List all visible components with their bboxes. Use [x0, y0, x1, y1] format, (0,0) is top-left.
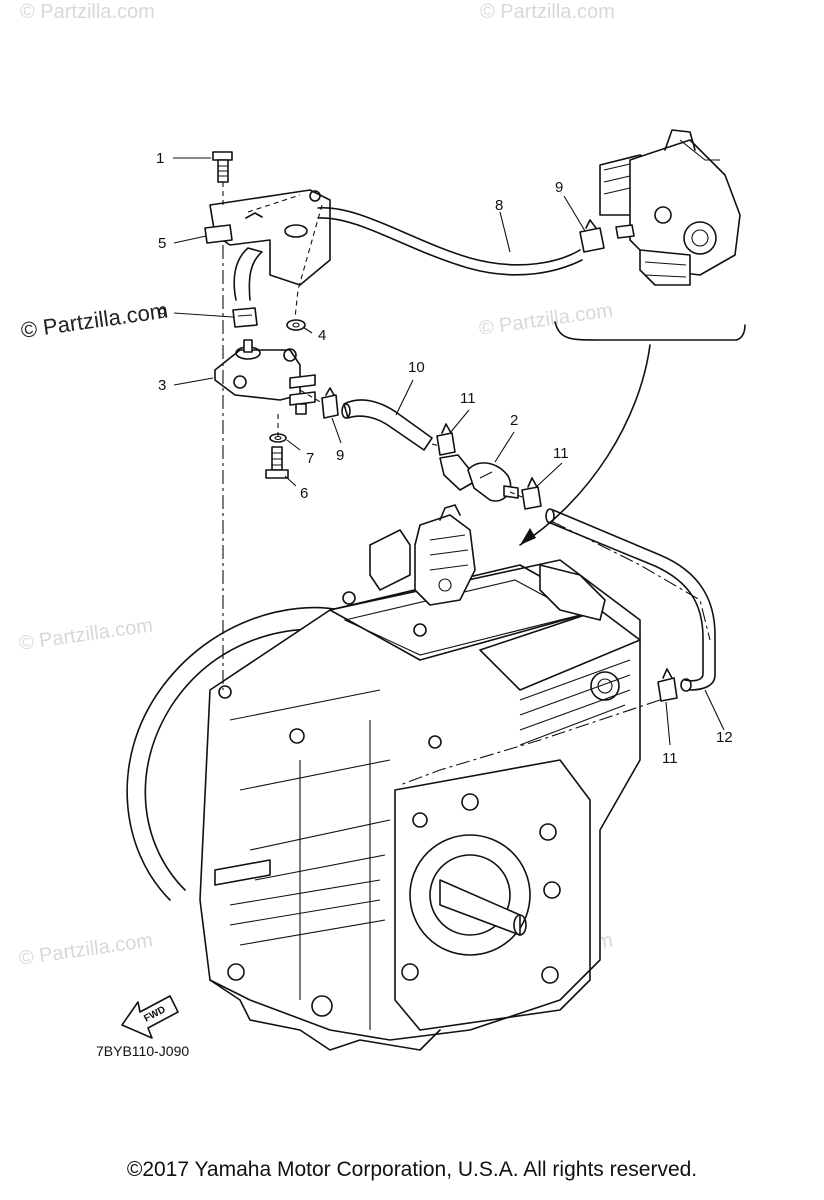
part-clip-9-mid[interactable] [321, 387, 339, 419]
callout-9-mid: 9 [336, 447, 344, 464]
callout-12: 12 [716, 729, 733, 746]
callout-4: 4 [318, 327, 326, 344]
part-clip-11-c[interactable] [657, 668, 678, 702]
part-clip-9-top[interactable] [579, 219, 605, 253]
watermark-text: © Partzilla.com [480, 1, 615, 23]
watermark-text: © Partzilla.com [18, 929, 155, 970]
engine-block [126, 504, 641, 1051]
callout-11-b: 11 [553, 445, 569, 462]
part-bracket-5[interactable] [204, 189, 331, 286]
part-fuel-filter-2[interactable] [439, 454, 519, 502]
callout-3: 3 [158, 377, 166, 394]
callout-1: 1 [156, 150, 164, 167]
part-hose-small [233, 247, 263, 301]
carburetor-detail [599, 129, 741, 286]
callout-11-c: 11 [662, 750, 678, 767]
callout-9-left: 9 [158, 305, 166, 322]
fwd-arrow-icon: FWD [121, 995, 179, 1039]
part-hose-12[interactable] [545, 508, 716, 692]
copyright-notice: ©2017 Yamaha Motor Corporation, U.S.A. A… [126, 1158, 698, 1181]
part-hose-8[interactable] [317, 207, 583, 276]
part-clip-11-a[interactable] [436, 423, 456, 456]
watermark-text-dark: © Partzilla.com [19, 298, 169, 343]
part-fuel-cock-3[interactable] [214, 339, 316, 415]
callout-11-a: 11 [460, 390, 476, 407]
callout-leaders [173, 157, 725, 746]
watermark-text: © Partzilla.com [478, 299, 615, 340]
watermark-text: © Partzilla.com [20, 1, 155, 23]
part-clip-11-b[interactable] [521, 477, 542, 510]
callout-6: 6 [300, 485, 308, 502]
part-clip-9-left[interactable] [232, 307, 258, 328]
diagram-part-code: 7BYB110-J090 [96, 1043, 189, 1059]
part-hose-10[interactable] [341, 399, 433, 451]
callout-5: 5 [158, 235, 166, 252]
part-bolt-1[interactable] [212, 151, 233, 183]
callout-numbers: 1 2 3 4 5 6 7 8 9 9 9 10 11 11 11 12 [156, 150, 733, 767]
callout-7: 7 [306, 450, 314, 467]
callout-10: 10 [408, 359, 425, 376]
callout-2: 2 [510, 412, 518, 429]
watermark-text: © Partzilla.com [18, 614, 155, 655]
callout-8: 8 [495, 197, 503, 214]
callout-9-top: 9 [555, 179, 563, 196]
part-bolt-6[interactable] [265, 446, 289, 479]
part-washer-4[interactable] [286, 319, 306, 331]
